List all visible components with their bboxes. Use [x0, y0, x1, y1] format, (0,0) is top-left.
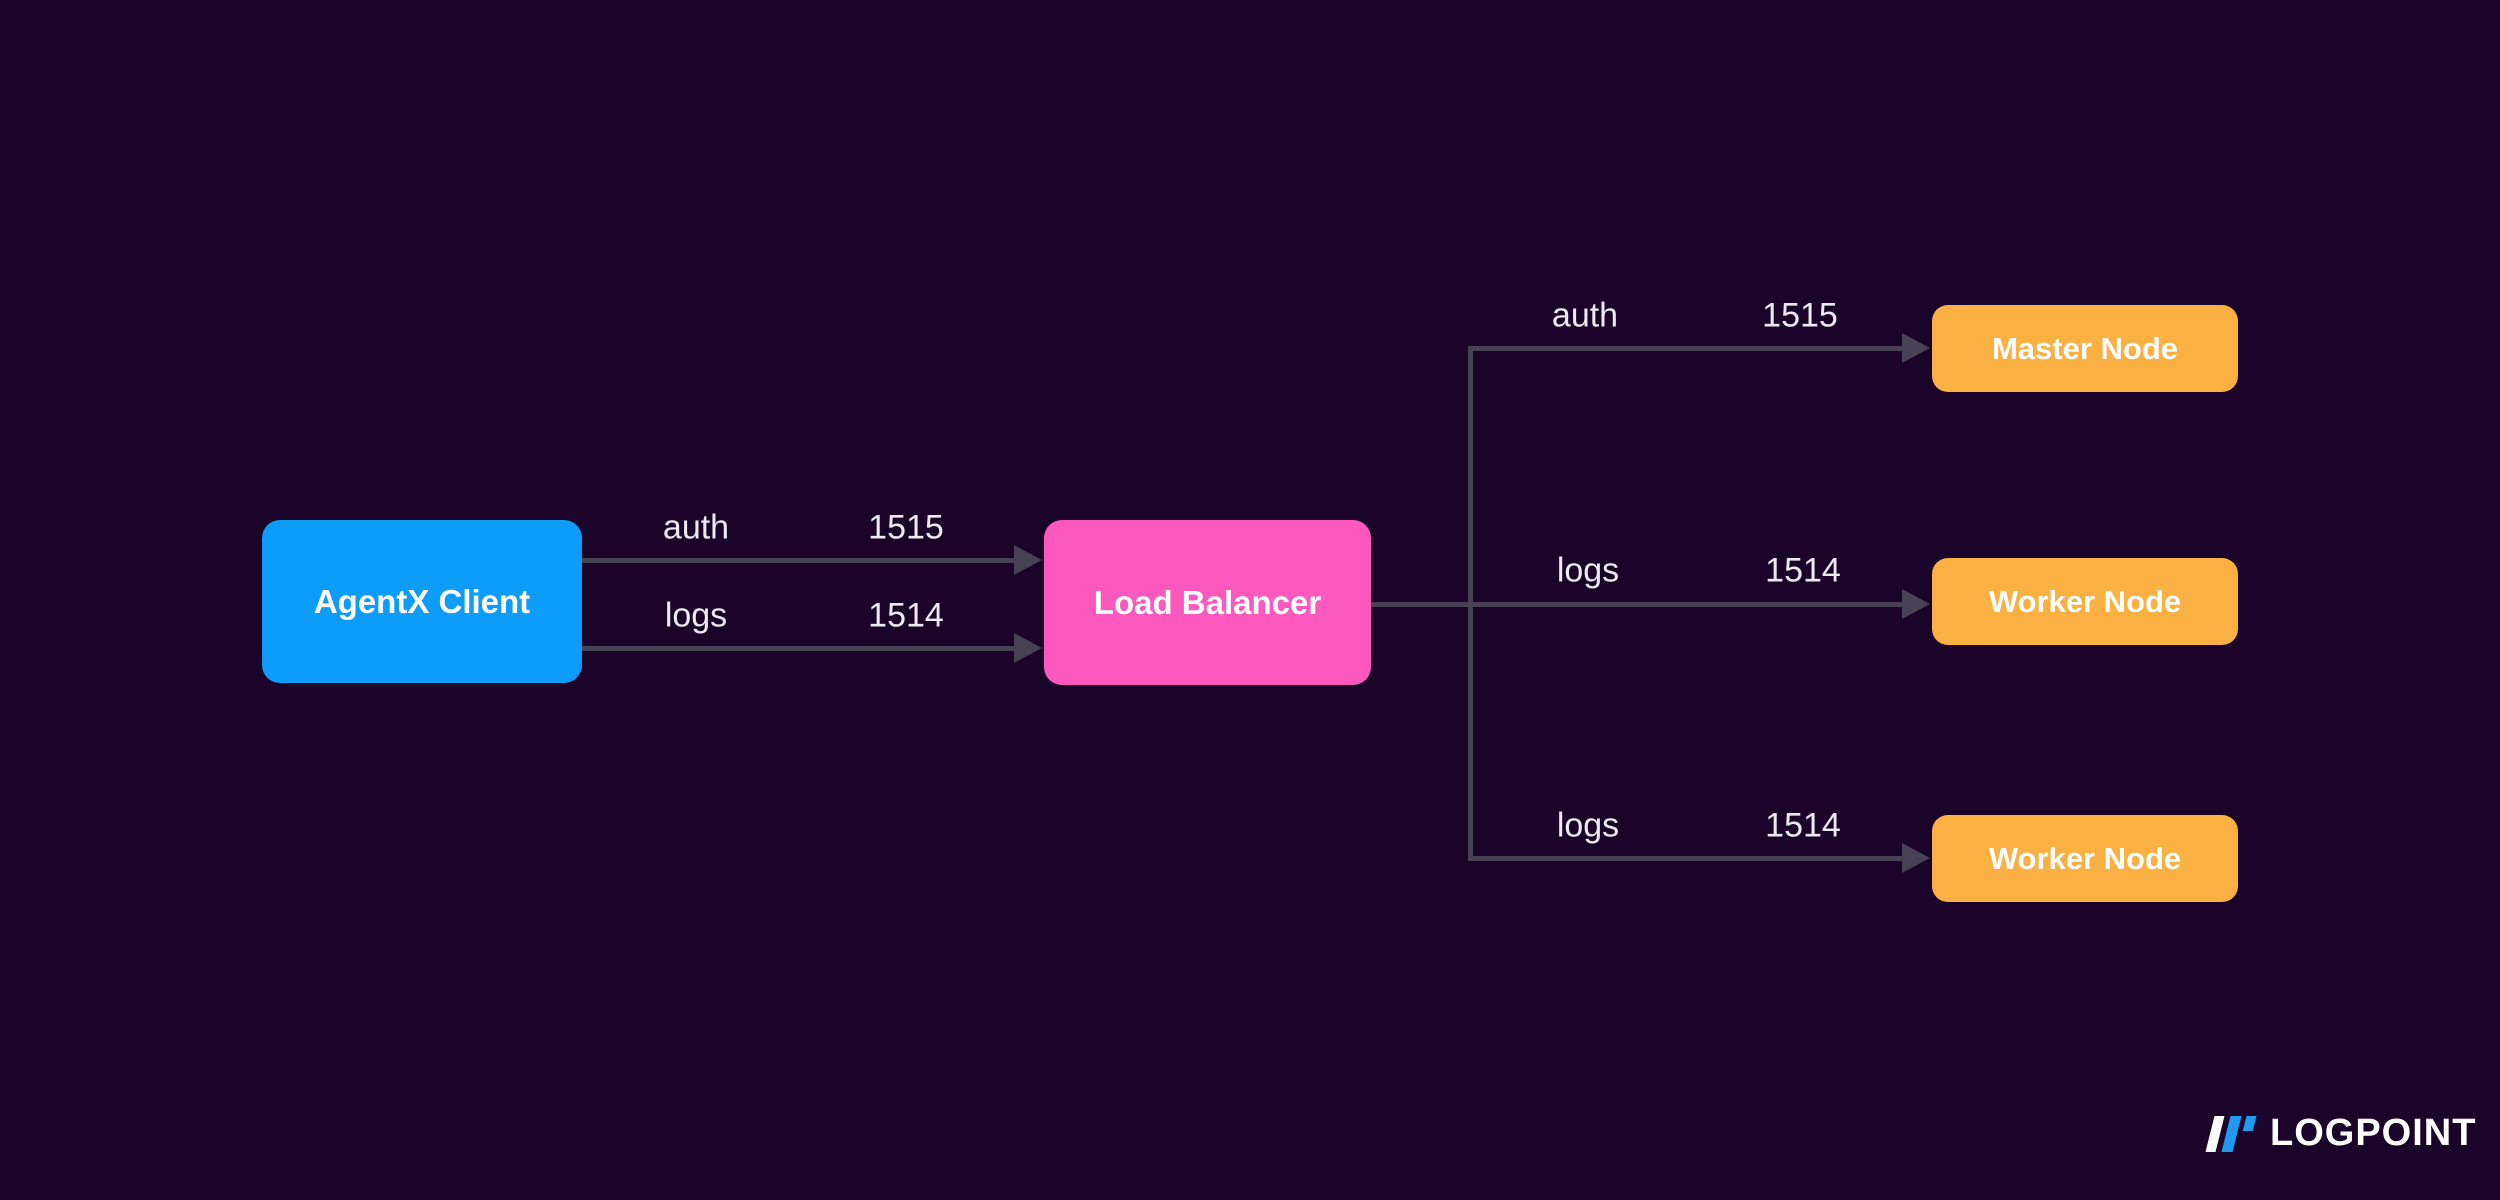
edge-port-label: 1514: [1765, 806, 1841, 845]
edge-line-agentx-lb-auth: [582, 558, 1014, 563]
node-master-node: Master Node: [1932, 305, 2238, 392]
edge-port-label: 1514: [1765, 551, 1841, 590]
node-worker-node-2: Worker Node: [1932, 815, 2238, 902]
edge-port-label: 1515: [868, 508, 944, 547]
node-label: AgentX Client: [313, 582, 531, 620]
arrowhead-icon: [1014, 545, 1042, 575]
edge-protocol-label: logs: [1556, 806, 1620, 845]
node-label: Worker Node: [1988, 840, 2182, 876]
arrowhead-icon: [1902, 843, 1930, 873]
arrowhead-icon: [1902, 589, 1930, 619]
node-label: Worker Node: [1988, 583, 2182, 619]
edge-line-lb-worker2: [1470, 856, 1902, 861]
edge-line-lb-worker1: [1370, 602, 1902, 607]
edge-line-agentx-lb-logs: [582, 646, 1014, 651]
logpoint-logo-icon: [2203, 1114, 2259, 1154]
logpoint-logo: LOGPOINT: [2205, 1112, 2477, 1155]
edge-line-lb-master: [1470, 346, 1902, 351]
logo-bar-blue: [2221, 1115, 2242, 1152]
arrowhead-icon: [1902, 333, 1930, 363]
node-worker-node-1: Worker Node: [1932, 558, 2238, 645]
logo-bar-white: [2205, 1115, 2225, 1152]
node-agentx-client: AgentX Client: [262, 520, 582, 683]
arrowhead-icon: [1014, 633, 1042, 663]
edge-protocol-label: logs: [1556, 551, 1620, 590]
logo-flag-blue: [2242, 1115, 2257, 1131]
edge-port-label: 1514: [868, 596, 944, 635]
edge-protocol-label: logs: [664, 596, 728, 635]
node-label: Master Node: [1991, 330, 2179, 366]
edge-port-label: 1515: [1762, 296, 1838, 335]
edge-protocol-label: auth: [1551, 296, 1619, 335]
edge-protocol-label: auth: [662, 508, 730, 547]
logo-wordmark: LOGPOINT: [2270, 1112, 2477, 1154]
node-label: Load Balancer: [1093, 583, 1322, 621]
node-load-balancer: Load Balancer: [1044, 520, 1371, 685]
